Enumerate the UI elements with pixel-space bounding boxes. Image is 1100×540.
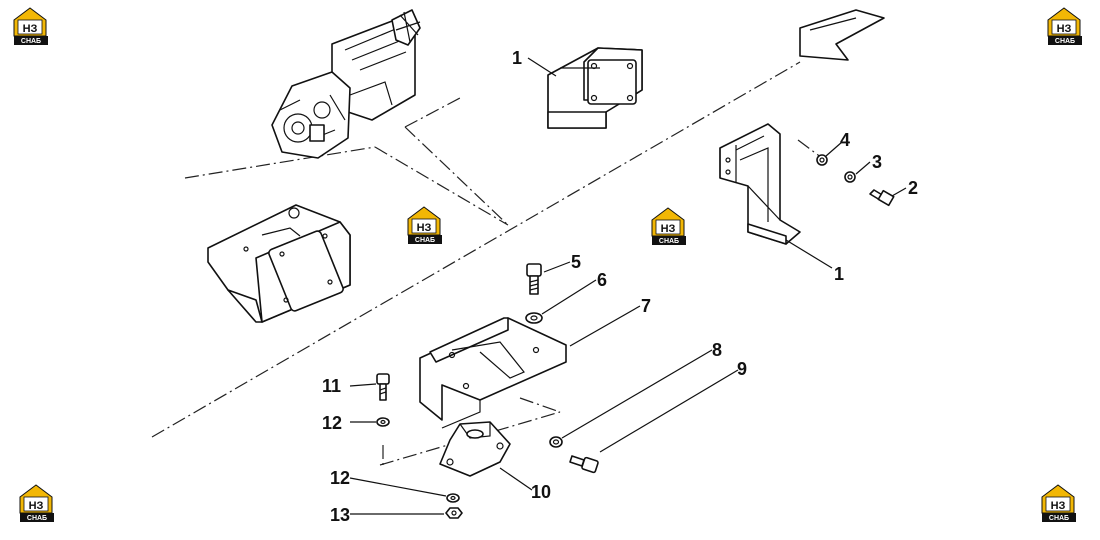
logo-letters: НЗ [23,23,38,35]
bolt-5 [526,263,542,295]
washer-8 [549,436,563,448]
watermark-logo-bottom-left: НЗ СНАБ [19,484,55,523]
washer-12-bottom [446,493,460,503]
center-lines [151,61,823,466]
callout-4: 4 [840,130,850,150]
logo-letters: НЗ [1051,500,1066,512]
bolt-9 [569,455,599,474]
logo-caption: СНАБ [21,38,41,45]
watermark-logo-top-right: НЗ СНАБ [1047,7,1083,46]
callout-6: 6 [597,270,607,290]
washer-6 [525,312,543,324]
callout-12-bottom: 12 [330,468,350,488]
engine-mount-bracket-left [207,204,351,323]
mounting-plate-7 [419,317,567,429]
direction-arrow [799,9,885,61]
callout-7: 7 [641,296,651,316]
callout-1-right: 1 [834,264,844,284]
logo-caption: СНАБ [1049,515,1069,522]
rubber-isolator-10 [439,421,511,477]
fastener-washer-3 [844,171,856,183]
watermark-logo-top-left: НЗ СНАБ [13,7,49,46]
callout-3: 3 [872,152,882,172]
callout-11: 11 [322,376,341,396]
logo-caption: СНАБ [27,515,47,522]
callout-10: 10 [531,482,551,502]
callout-9: 9 [737,359,747,379]
callout-8: 8 [712,340,722,360]
callout-12-top: 12 [322,413,342,433]
watermark-logo-center-right: НЗ СНАБ [651,207,687,246]
fastener-washer-4 [816,154,828,166]
leader-lines [349,57,907,515]
callout-2: 2 [908,178,918,198]
nut-13 [445,507,463,519]
engine-mount-bracket-right [719,123,801,245]
logo-letters: НЗ [1057,23,1072,35]
logo-caption: СНАБ [415,237,435,244]
logo-letters: НЗ [29,500,44,512]
logo-caption: СНАБ [659,238,679,245]
watermark-logo-bottom-right: НЗ СНАБ [1041,484,1077,523]
callout-5: 5 [571,252,581,272]
bolt-11 [376,373,390,401]
watermark-logo-center-left: НЗ СНАБ [407,206,443,245]
logo-letters: НЗ [661,223,676,235]
callout-labels: 1 1 2 3 4 5 6 7 8 9 10 11 12 12 13 [322,48,918,525]
fastener-bolt-2 [869,189,895,207]
logo-caption: СНАБ [1055,38,1075,45]
engine-assembly [271,9,421,159]
engine-mount-bracket-top [547,47,643,129]
callout-1-top: 1 [512,48,522,68]
logo-letters: НЗ [417,222,432,234]
washer-12-top [376,417,390,427]
callout-13: 13 [330,505,350,525]
